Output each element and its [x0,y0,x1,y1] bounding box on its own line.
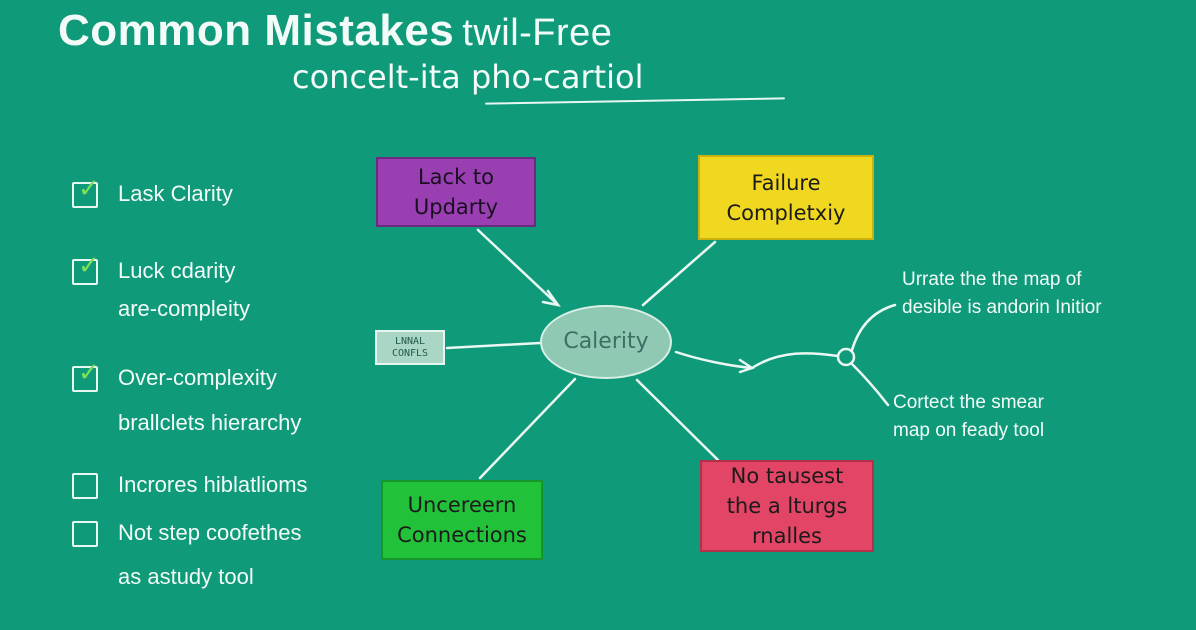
checkbox-empty-icon[interactable] [72,473,98,499]
node-lack-to-updarty: Lack to Updarty [376,157,536,227]
title-bold: Common Mistakes [58,6,455,55]
checklist-item[interactable]: ✓ Lask Clarity [72,176,233,214]
checkbox-empty-icon[interactable] [72,521,98,547]
checklist-label: Over-complexity [118,365,277,390]
central-node: Calerity [540,305,672,379]
node-failure-completxiy: Failure Completxiy [698,155,874,240]
checkbox-checked-icon[interactable]: ✓ [72,253,100,285]
page-subtitle: concelt-ita pho-cartiol [292,58,644,96]
small-box-node: LNNAL CONFLS [375,330,445,365]
connector-note-bottom [850,362,890,407]
checkbox-checked-icon[interactable]: ✓ [72,176,100,208]
annotation-top: Urrate the the map of desible is andorin… [902,269,1102,318]
title-rest: twil-Free [462,12,613,54]
connector-note-top [850,303,897,352]
node-uncereern-connections: Uncereern Connections [381,480,543,560]
connector-wave [750,352,840,370]
checklist-item[interactable]: ✓ Over-complexity [72,360,277,398]
node-no-tausest: No tausest the a lturgs rnalles [700,460,874,552]
checklist-item[interactable]: Not step coofethes [72,519,301,553]
connector-no-tausest [635,378,720,462]
checklist-label: Incrores hiblatlioms [118,472,308,497]
connector-failure [641,240,717,307]
checklist-item[interactable]: ✓ Luck cdarity [72,253,235,291]
checklist-label: Luck cdarity [118,258,236,283]
connector-small-box [445,341,542,350]
checklist-label-continued: as astudy tool [118,564,254,589]
connector-lack [476,228,560,307]
checklist-label: Lask Clarity [118,181,233,206]
checklist-label: Not step coofethes [118,520,302,545]
junction-node [836,347,856,367]
checklist-item[interactable]: Incrores hiblatlioms [72,471,308,505]
connector-right [674,350,754,370]
checklist-label-continued: are-compleity [118,296,251,321]
connector-uncereern [478,377,577,480]
checklist-label-continued: brallclets hierarchy [118,410,302,435]
checkbox-checked-icon[interactable]: ✓ [72,360,100,392]
arrowhead [541,289,561,307]
annotation-bottom: Cortect the smear map on feady tool [893,392,1045,441]
